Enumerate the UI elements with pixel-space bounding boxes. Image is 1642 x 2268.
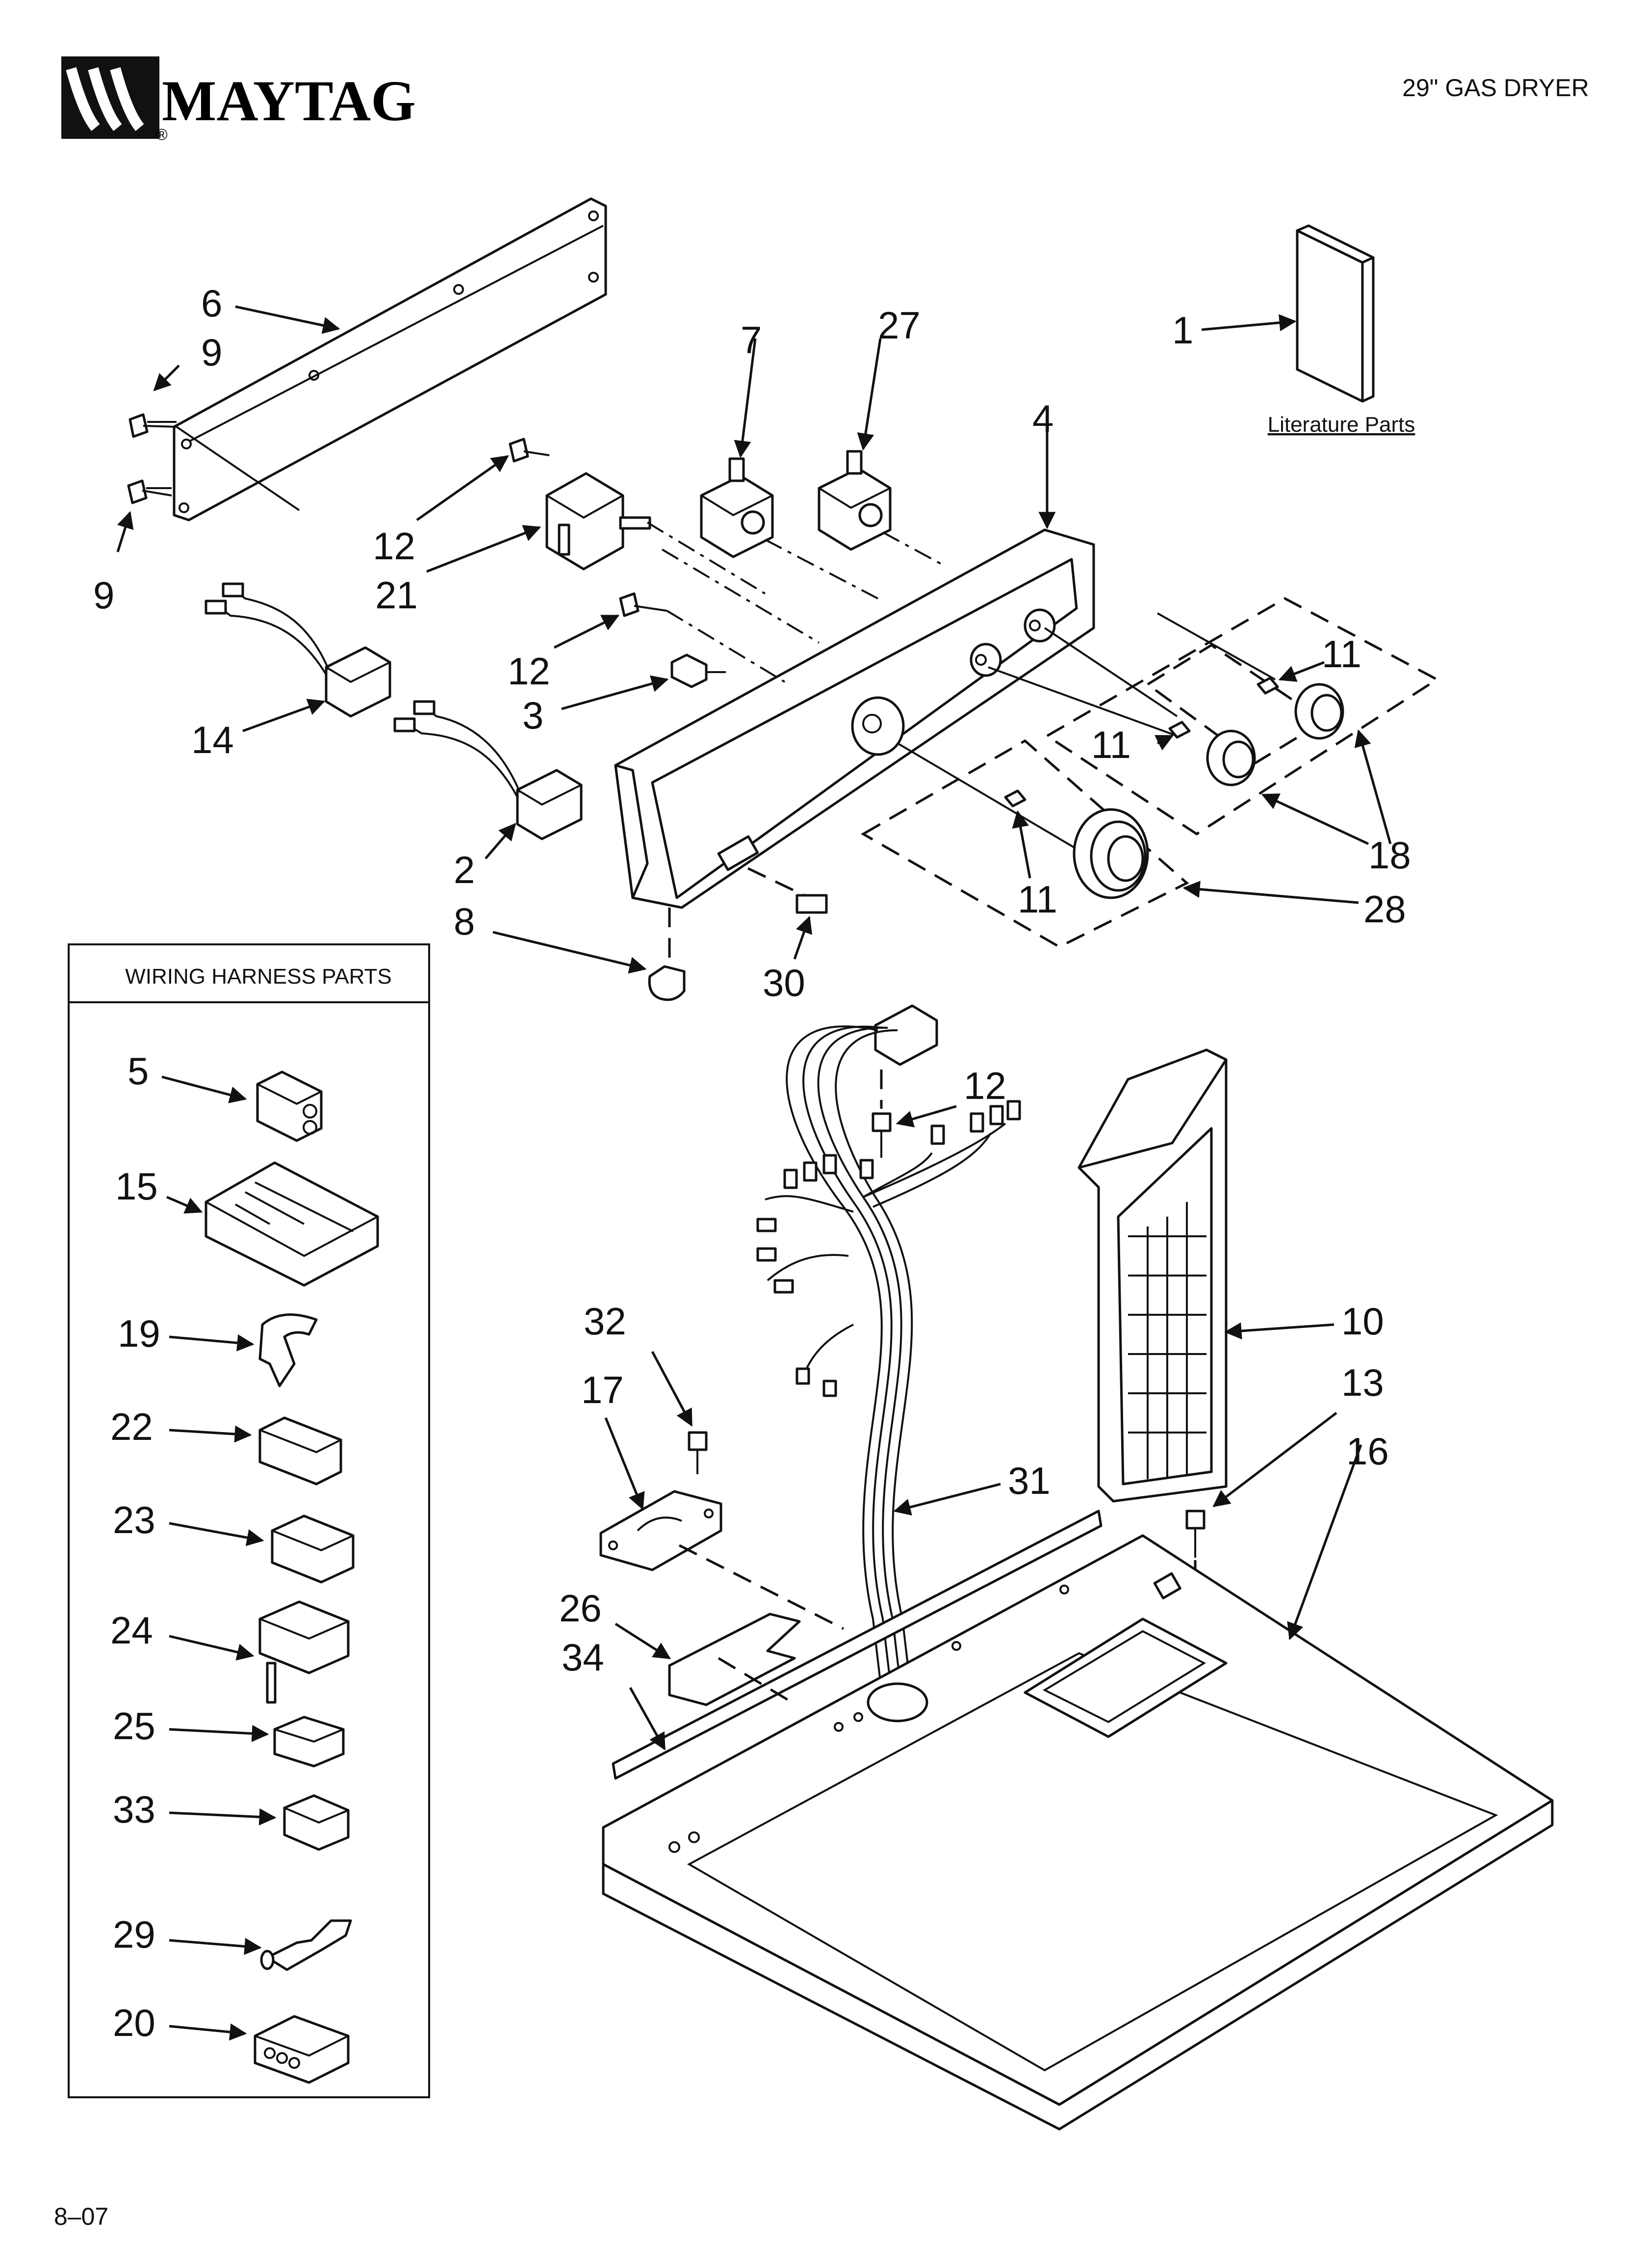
top-panel-16 — [602, 1534, 1554, 2131]
callout-32: 32 — [584, 1300, 626, 1343]
callout-31: 31 — [1008, 1459, 1051, 1502]
harness-item-20: 20 — [113, 2001, 155, 2044]
insulation-plate-26 — [668, 1613, 801, 1706]
connector-25 — [273, 1716, 345, 1768]
callout-9-bottom: 9 — [93, 574, 114, 617]
harness-item-33: 33 — [113, 1788, 155, 1831]
screw-32 — [688, 1431, 708, 1474]
knob-clip-11c — [1257, 677, 1279, 695]
connector-20 — [254, 2015, 350, 2084]
control-console — [614, 528, 1095, 909]
knob-clip-11a — [1004, 789, 1026, 808]
connector-5 — [256, 1070, 323, 1142]
selector-knob-18b — [1294, 683, 1344, 740]
registered-mark: ® — [156, 126, 168, 143]
push-switch-27 — [818, 450, 892, 551]
terminal-29 — [260, 1919, 352, 1971]
connector-22 — [258, 1416, 342, 1486]
wire-harness-14 — [205, 582, 391, 718]
harness-item-23: 23 — [113, 1498, 155, 1541]
callout-13: 13 — [1341, 1361, 1384, 1404]
model-title: 29" GAS DRYER — [1402, 74, 1589, 102]
screw-13 — [1185, 1510, 1206, 1558]
callout-14: 14 — [191, 718, 234, 761]
connector-24 — [258, 1600, 350, 1704]
callout-12-middle: 12 — [508, 650, 550, 693]
callout-28: 28 — [1363, 887, 1406, 931]
main-wiring-harness-31 — [756, 1004, 1021, 1703]
harness-item-15: 15 — [115, 1165, 158, 1208]
harness-item-19: 19 — [118, 1312, 160, 1355]
callout-6: 6 — [201, 282, 222, 325]
callout-12-bottom: 12 — [964, 1064, 1006, 1107]
screw-12-lower — [872, 1112, 892, 1158]
literature-label: Literature Parts — [1268, 413, 1415, 437]
harness-item-5: 5 — [128, 1049, 149, 1093]
lint-filter-10 — [1078, 1048, 1228, 1503]
knob-clip-11b — [1168, 721, 1191, 739]
page-number: 8–07 — [54, 2203, 108, 2230]
callout-10: 10 — [1341, 1300, 1384, 1343]
bracket-17 — [599, 1490, 722, 1571]
callout-1: 1 — [1172, 309, 1193, 352]
harness-box-title: WIRING HARNESS PARTS — [125, 965, 392, 989]
literature-book — [1296, 224, 1375, 403]
maytag-logo: MAYTAG ® — [61, 56, 416, 143]
callout-27: 27 — [878, 304, 921, 347]
callout-3: 3 — [522, 694, 543, 737]
wire-harness-2 — [393, 700, 583, 840]
screw-9-lower — [127, 479, 172, 504]
callout-11-right: 11 — [1322, 632, 1361, 676]
connector-33 — [283, 1794, 350, 1851]
connector-19 — [258, 1313, 318, 1387]
connector-23 — [271, 1514, 355, 1584]
back-mounting-bracket — [173, 197, 607, 521]
harness-item-24: 24 — [110, 1609, 153, 1652]
dryness-control-knob-28 — [1073, 808, 1149, 899]
callout-8: 8 — [454, 900, 475, 943]
seal-strip-34 — [612, 1510, 1103, 1780]
callout-26: 26 — [559, 1587, 602, 1630]
label-30 — [795, 894, 828, 914]
callout-12-top: 12 — [373, 524, 415, 568]
harness-item-29: 29 — [113, 1913, 155, 1956]
screw-12-middle — [619, 592, 667, 617]
callout-11-middle: 11 — [1091, 723, 1131, 766]
callout-18: 18 — [1368, 834, 1411, 877]
harness-item-25: 25 — [113, 1704, 155, 1747]
screw-9-upper — [128, 413, 177, 438]
wiring-harness-parts-box: WIRING HARNESS PARTS 5 15 19 22 — [68, 943, 430, 2098]
callout-4: 4 — [1032, 397, 1053, 440]
callout-2: 2 — [454, 848, 475, 891]
callout-34: 34 — [562, 1636, 604, 1679]
callout-16: 16 — [1346, 1430, 1389, 1473]
sensor-3 — [670, 653, 726, 688]
harness-item-22: 22 — [110, 1405, 153, 1448]
callout-30: 30 — [763, 961, 805, 1004]
timer-21 — [545, 472, 651, 571]
screw-12-upper — [509, 438, 550, 463]
push-switch-7 — [700, 457, 774, 558]
callout-9-top: 9 — [201, 331, 222, 374]
selector-knob-18a — [1206, 730, 1256, 786]
callout-21: 21 — [375, 574, 418, 617]
maytag-wave-logo-icon — [61, 56, 159, 139]
callout-7: 7 — [741, 318, 762, 362]
brand-name: MAYTAG — [162, 69, 416, 133]
clip-8 — [648, 965, 686, 1001]
callout-11-left: 11 — [1018, 878, 1057, 921]
connector-15 — [205, 1161, 379, 1287]
callout-17: 17 — [581, 1368, 624, 1411]
